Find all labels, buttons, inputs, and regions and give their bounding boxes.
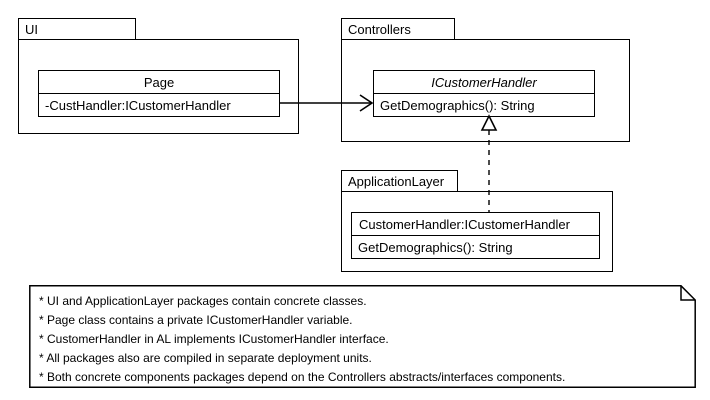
note-text-block: * UI and ApplicationLayer packages conta… (39, 292, 565, 387)
note-line: * CustomerHandler in AL implements ICust… (39, 332, 389, 346)
note-folded-corner-icon (680, 285, 696, 301)
note-line: * All packages also are compiled in sepa… (39, 351, 372, 365)
diagram-note[interactable]: * UI and ApplicationLayer packages conta… (29, 285, 696, 388)
package-applicationlayer-tab-label: ApplicationLayer (341, 170, 458, 192)
note-line: * Page class contains a private ICustome… (39, 313, 353, 327)
package-controllers-tab-label: Controllers (341, 18, 455, 40)
class-icustomerhandler-name: ICustomerHandler (374, 71, 594, 94)
class-page-attribute: -CustHandler:ICustomerHandler (45, 98, 231, 113)
class-icustomerhandler[interactable]: ICustomerHandler GetDemographics(): Stri… (373, 70, 595, 117)
note-shape (29, 285, 696, 388)
note-line: * UI and ApplicationLayer packages conta… (39, 294, 367, 308)
hollow-triangle-arrowhead-icon (480, 114, 498, 131)
class-customerhandler-name: CustomerHandler:ICustomerHandler (352, 213, 599, 236)
class-customerhandler[interactable]: CustomerHandler:ICustomerHandler GetDemo… (351, 212, 600, 259)
class-customerhandler-operation: GetDemographics(): String (358, 240, 513, 255)
edge-realization-customerhandler-to-icustomerhandler (480, 114, 498, 213)
open-arrowhead-icon (359, 94, 374, 112)
package-ui-tab-label: UI (18, 18, 136, 40)
note-line: * Both concrete components packages depe… (39, 370, 566, 384)
class-icustomerhandler-operation: GetDemographics(): String (380, 98, 535, 113)
edge-association-page-to-icustomerhandler (280, 94, 374, 112)
class-page-name: Page (39, 71, 279, 94)
class-page[interactable]: Page -CustHandler:ICustomerHandler (38, 70, 280, 117)
